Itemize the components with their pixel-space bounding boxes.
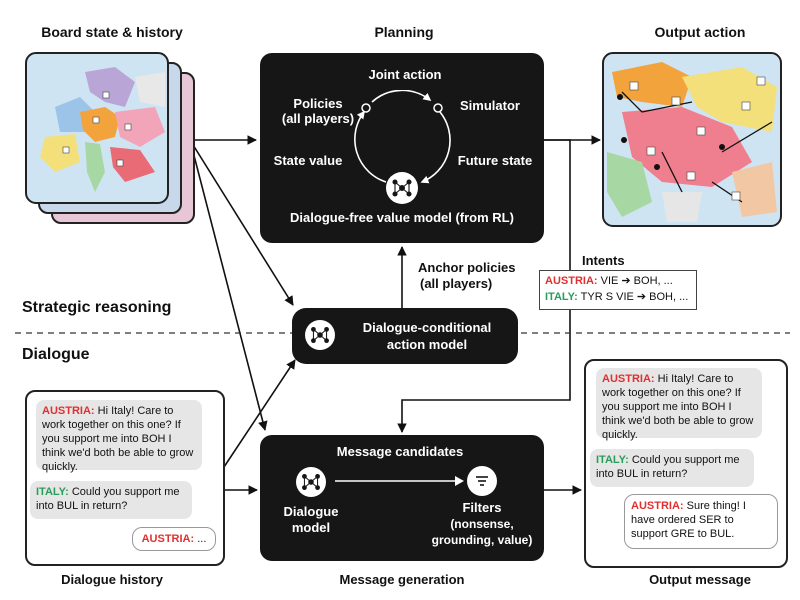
history-austria-typing: AUSTRIA: ... — [132, 527, 216, 551]
section-dialogue: Dialogue — [22, 346, 90, 363]
intent-italy: ITALY: TYR S VIE ➔ BOH, ... — [545, 291, 689, 303]
candidates-arrow — [335, 476, 464, 486]
state-value-label: State value — [273, 153, 343, 168]
future-state-label: Future state — [457, 153, 533, 168]
board-history-stack — [25, 52, 195, 227]
action-model-label-1: Dialogue-conditional — [362, 320, 492, 335]
filters-sub-label-2: grounding, value) — [431, 533, 533, 547]
joint-action-label: Joint action — [368, 67, 442, 82]
europe-map-image — [25, 52, 169, 204]
planning-cycle-diagram — [354, 90, 451, 184]
output-italy-message: ITALY: Could you support me into BUL in … — [590, 449, 754, 487]
dialogue-model-network-icon — [296, 467, 326, 497]
filters-sub-label-1: (nonsense, — [450, 517, 514, 531]
value-model-network-icon — [386, 172, 418, 204]
output-action-map-image — [602, 52, 782, 227]
dialogue-model-label-2: model — [291, 520, 331, 535]
intents-title: Intents — [582, 253, 625, 268]
history-austria-message: AUSTRIA: Hi Italy! Care to work together… — [36, 400, 202, 473]
policies-sub-label: (all players) — [281, 111, 355, 126]
intents-box: AUSTRIA: VIE ➔ BOH, ... ITALY: TYR S VIE… — [539, 270, 697, 310]
action-model-network-icon — [305, 320, 335, 350]
caption-output-message: Output message — [649, 572, 751, 587]
header-output-action: Output action — [654, 24, 746, 40]
header-board-state: Board state & history — [41, 24, 183, 40]
caption-message-generation: Message generation — [339, 572, 465, 587]
message-generation-box — [260, 435, 544, 561]
output-austria-message: AUSTRIA: Hi Italy! Care to work together… — [596, 368, 762, 441]
section-strategic-reasoning: Strategic reasoning — [22, 299, 172, 316]
filter-icon — [467, 466, 497, 496]
anchor-policies-label: Anchor policies (all players) — [418, 260, 516, 291]
dialogue-model-label-1: Dialogue — [283, 504, 339, 519]
message-candidates-label: Message candidates — [336, 444, 464, 459]
planning-box — [260, 53, 544, 243]
filters-label: Filters — [462, 500, 502, 515]
policies-label: Policies — [293, 96, 343, 111]
header-planning: Planning — [374, 24, 434, 40]
action-model-label-2: action model — [386, 337, 468, 352]
simulator-label: Simulator — [460, 98, 520, 113]
intent-austria: AUSTRIA: VIE ➔ BOH, ... — [545, 275, 673, 287]
caption-dialogue-history: Dialogue history — [61, 572, 163, 587]
output-austria-reply: AUSTRIA: Sure thing! I have ordered SER … — [624, 494, 778, 549]
history-italy-message: ITALY: Could you support me into BUL in … — [30, 481, 192, 519]
value-model-label: Dialogue-free value model (from RL) — [290, 210, 514, 225]
